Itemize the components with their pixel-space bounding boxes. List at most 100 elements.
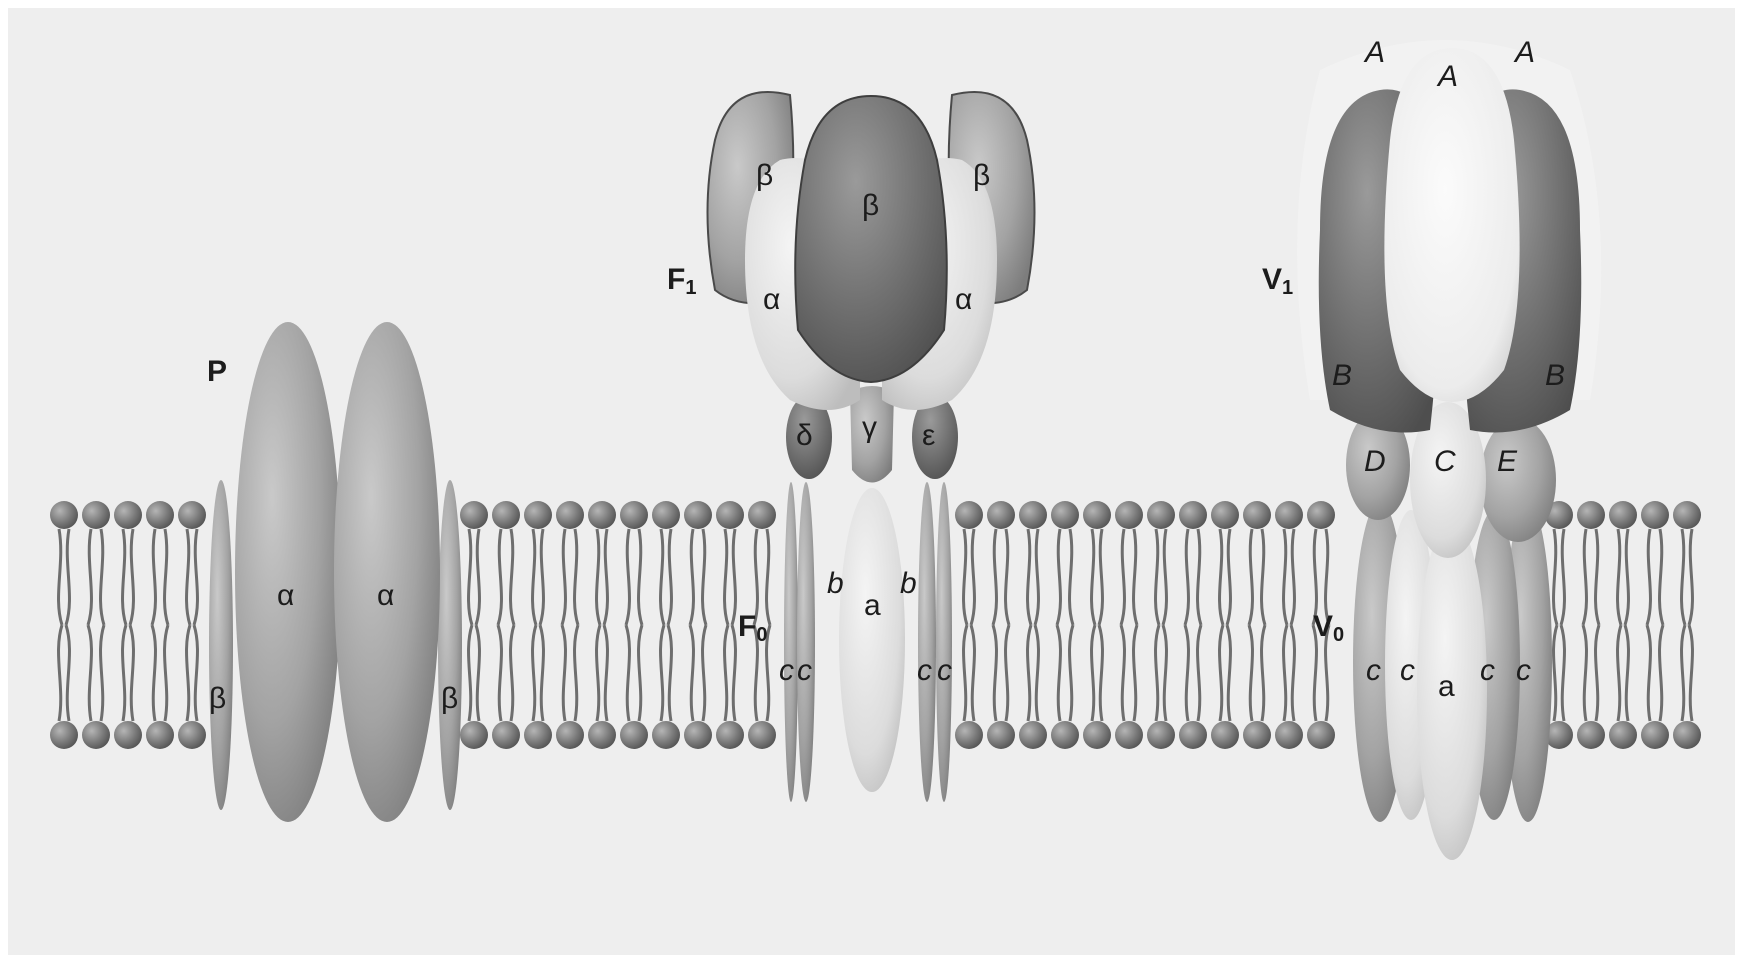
lipid-head bbox=[684, 721, 712, 749]
lipid-tail bbox=[1554, 529, 1557, 625]
v0-label: V0 bbox=[1313, 610, 1344, 646]
lipid-tail bbox=[1185, 529, 1188, 625]
lipid-head bbox=[1179, 721, 1207, 749]
lipid-head bbox=[1641, 721, 1669, 749]
lipid-tail bbox=[1134, 625, 1137, 721]
lipid-head bbox=[114, 721, 142, 749]
lipid-head bbox=[1147, 721, 1175, 749]
lipid-tail bbox=[498, 529, 501, 625]
lipid-tail bbox=[1099, 625, 1102, 721]
p-beta-left-subunit bbox=[209, 480, 233, 810]
lipid-tail bbox=[1185, 625, 1188, 721]
lipid-head bbox=[50, 721, 78, 749]
v0-c-label-4: c bbox=[1516, 654, 1531, 687]
f0-c-label-2: c bbox=[797, 654, 812, 687]
lipid-head bbox=[1147, 501, 1175, 529]
lipid-tail bbox=[1156, 529, 1159, 625]
v0-a-label: a bbox=[1438, 670, 1455, 703]
lipid-head bbox=[588, 721, 616, 749]
lipid-tail bbox=[540, 625, 543, 721]
lipid-head bbox=[1051, 721, 1079, 749]
lipid-tail bbox=[1618, 625, 1621, 721]
lipid-tail bbox=[562, 529, 565, 625]
v0-c-label-2: c bbox=[1400, 654, 1415, 687]
lipid-tail bbox=[626, 529, 629, 625]
lipid-tail bbox=[511, 529, 514, 625]
v1-a-center-subunit bbox=[1384, 48, 1519, 402]
p-beta-left-label: β bbox=[209, 682, 226, 715]
lipid-tail bbox=[59, 625, 62, 721]
lipid-head bbox=[460, 721, 488, 749]
lipid-head bbox=[1211, 721, 1239, 749]
lipid-head bbox=[1673, 501, 1701, 529]
lipid-head bbox=[652, 721, 680, 749]
lipid-head bbox=[556, 721, 584, 749]
lipid-tail bbox=[639, 625, 642, 721]
lipid-tail bbox=[993, 529, 996, 625]
lipid-tail bbox=[575, 529, 578, 625]
lipid-tail bbox=[668, 529, 671, 625]
lipid-head bbox=[987, 721, 1015, 749]
lipid-head bbox=[82, 721, 110, 749]
lipid-head bbox=[716, 501, 744, 529]
lipid-head bbox=[748, 721, 776, 749]
lipid-head bbox=[178, 501, 206, 529]
lipid-tail bbox=[604, 625, 607, 721]
lipid-tail bbox=[152, 529, 155, 625]
lipid-tail bbox=[1121, 625, 1124, 721]
lipid-tail bbox=[1689, 625, 1692, 721]
v1-a-right-label: A bbox=[1513, 36, 1535, 69]
f1-beta-left-label: β bbox=[756, 159, 773, 192]
lipid-tail bbox=[993, 625, 996, 721]
lipid-head bbox=[460, 501, 488, 529]
lipid-tail bbox=[1028, 529, 1031, 625]
v1-b-left-label: B bbox=[1332, 359, 1352, 392]
lipid-tail bbox=[476, 529, 479, 625]
f0-a-subunit bbox=[839, 488, 905, 792]
lipid-head bbox=[1609, 721, 1637, 749]
lipid-tail bbox=[661, 625, 664, 721]
lipid-tail bbox=[1596, 625, 1599, 721]
lipid-tail bbox=[1262, 529, 1265, 625]
f1-beta-right-label: β bbox=[973, 159, 990, 192]
p-alpha-right-label: α bbox=[377, 579, 394, 612]
v1-a-center-label: A bbox=[1436, 60, 1458, 93]
f1-epsilon-label: ε bbox=[922, 419, 935, 452]
lipid-tail bbox=[725, 529, 728, 625]
lipid-head bbox=[524, 721, 552, 749]
f1-gamma-label: γ bbox=[862, 411, 877, 444]
lipid-tail bbox=[1006, 625, 1009, 721]
lipid-tail bbox=[575, 625, 578, 721]
lipid-head bbox=[1083, 721, 1111, 749]
lipid-tail bbox=[187, 529, 190, 625]
lipid-head bbox=[146, 721, 174, 749]
lipid-tail bbox=[1249, 529, 1252, 625]
lipid-tail bbox=[130, 529, 133, 625]
lipid-tail bbox=[152, 625, 155, 721]
f1-delta-label: δ bbox=[796, 419, 813, 452]
v1-d-label: D bbox=[1364, 445, 1386, 478]
lipid-tail bbox=[1647, 625, 1650, 721]
lipid-tail bbox=[964, 529, 967, 625]
p-alpha-right-subunit bbox=[334, 322, 440, 822]
lipid-tail bbox=[767, 529, 770, 625]
lipid-tail bbox=[1057, 529, 1060, 625]
lipid-tail bbox=[187, 625, 190, 721]
lipid-tail bbox=[661, 529, 664, 625]
lipid-head bbox=[1019, 501, 1047, 529]
lipid-head bbox=[50, 501, 78, 529]
lipid-tail bbox=[511, 625, 514, 721]
lipid-tail bbox=[1070, 625, 1073, 721]
lipid-tail bbox=[1092, 529, 1095, 625]
f1-beta-center-label: β bbox=[862, 189, 879, 222]
lipid-head bbox=[620, 721, 648, 749]
lipid-head bbox=[684, 501, 712, 529]
lipid-head bbox=[1275, 501, 1303, 529]
v1-e-label: E bbox=[1497, 445, 1518, 478]
lipid-head bbox=[1115, 501, 1143, 529]
f1-alpha-right-label: α bbox=[955, 283, 972, 316]
lipid-tail bbox=[476, 625, 479, 721]
lipid-tail bbox=[562, 625, 565, 721]
f0-a-label: a bbox=[864, 589, 881, 622]
lipid-tail bbox=[732, 529, 735, 625]
